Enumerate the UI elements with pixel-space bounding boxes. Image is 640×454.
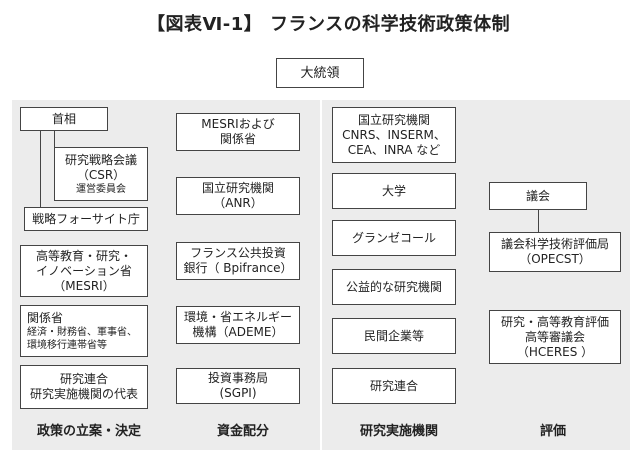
footer-research: 研究実施機関 <box>359 424 438 439</box>
hceres-box: 研究・高等教育評価 高等審議会 （HCERES ） <box>489 310 621 364</box>
research-alliance-box: 研究連合 研究実施機関の代表 <box>20 365 148 409</box>
opecst-box: 議会科学技術評価局 （OPECST） <box>489 232 621 272</box>
column-evaluation <box>476 100 630 450</box>
related-ministries-box: 関係省 経済・財務省、軍事省、 環境移行連帯省等 <box>20 305 148 357</box>
parliament-box: 議会 <box>489 182 587 210</box>
footer-funding: 資金配分 <box>216 424 269 439</box>
research-alliance-box-2: 研究連合 <box>332 368 456 404</box>
connector-pm-vertical <box>40 131 41 213</box>
footer-evaluation: 評価 <box>539 424 566 439</box>
president-box: 大統領 <box>276 58 364 88</box>
research-university-box: 大学 <box>332 173 456 209</box>
research-private-companies-box: 民間企業等 <box>332 318 456 354</box>
funding-bpifrance-box: フランス公共投資 銀行（ Bpifrance） <box>176 242 300 280</box>
connector-pm-csr <box>54 131 55 147</box>
research-public-interest-box: 公益的な研究機関 <box>332 269 456 305</box>
research-grandes-ecoles-box: グランゼコール <box>332 220 456 256</box>
mesri-box: 高等教育・研究・ イノベーション省 （MESRI） <box>20 245 148 297</box>
csr-box: 研究戦略会議 （CSR） 運営委員会 <box>54 147 148 201</box>
research-national-institutes-box: 国立研究機関 CNRS、INSERM、 CEA、INRA など <box>332 107 456 163</box>
funding-ademe-box: 環境・省エネルギー 機構（ADEME） <box>176 306 300 344</box>
funding-mesri-box: MESRIおよび 関係省 <box>176 113 300 151</box>
figure-title: フランスの科学技術政策体制 <box>270 14 511 35</box>
funding-sgpi-box: 投資事務局 (SGPI) <box>176 368 300 404</box>
prime-minister-box: 首相 <box>20 107 108 131</box>
diagram-title: 【図表Ⅵ-1】 フランスの科学技術政策体制 <box>0 10 640 36</box>
connector-parliament-opecst <box>538 210 539 232</box>
foresight-agency-box: 戦略フォーサイト庁 <box>24 207 148 231</box>
funding-anr-box: 国立研究機関 （ANR） <box>176 177 300 215</box>
figure-label: 【図表Ⅵ-1】 <box>147 14 263 35</box>
footer-policy: 政策の立案・決定 <box>36 424 141 439</box>
